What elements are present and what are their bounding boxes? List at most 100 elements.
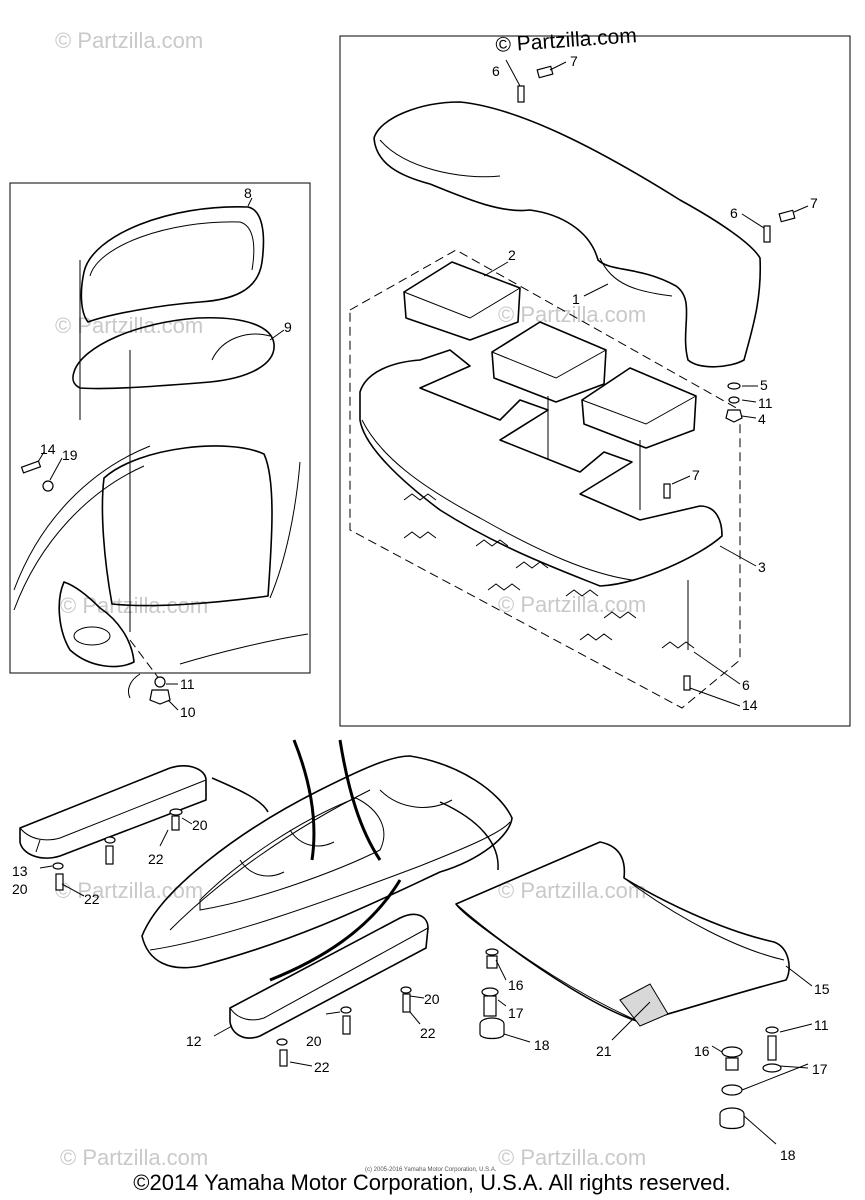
leader-line [181,817,193,825]
backrest-edge [379,139,501,178]
callout-16: 16 [508,977,524,993]
callout-14: 14 [40,441,56,457]
hull-contour [13,445,151,591]
leader-line [159,829,169,847]
callout-18: 18 [780,1147,796,1163]
leader-line [49,457,63,481]
bolt [536,65,554,79]
callout-6: 6 [492,63,500,79]
leader-line [325,1011,341,1015]
callout-7: 7 [810,195,818,211]
callout-19: 19 [62,447,78,463]
rear-backrest [373,101,762,368]
leader-line [741,1063,809,1091]
hatch-edge [455,903,641,1023]
leader-line [549,61,567,71]
callout-22: 22 [314,1059,330,1075]
callout-17: 17 [508,1005,524,1021]
leader-line [247,197,253,207]
callout-14: 14 [742,697,758,713]
watermarks: © Partzilla.com © Partzilla.com © Partzi… [55,28,646,1170]
seat-pad [581,367,697,449]
watermark: © Partzilla.com [60,1145,208,1170]
watermark-main: © Partzilla.com [495,24,638,57]
leader-line [719,545,757,567]
washer [42,480,54,492]
watermark: © Partzilla.com [55,313,203,338]
callout-16: 16 [694,1043,710,1059]
callout-22: 22 [148,851,164,867]
leader-line [39,865,53,869]
callout-11: 11 [180,676,195,692]
side-cushion [229,913,429,1039]
watermark: © Partzilla.com [55,28,203,53]
motion-arrow [338,739,382,861]
callout-7: 7 [570,53,578,69]
clip [763,225,771,243]
leader-line [37,451,45,463]
watermark: © Partzilla.com [498,1145,646,1170]
callout-21: 21 [596,1043,612,1059]
hull-rub-rail [149,821,511,951]
cushion-edge [229,927,429,1021]
watermark: © Partzilla.com [498,878,646,903]
callout-11: 11 [758,395,773,411]
cockpit [199,797,385,911]
fasteners [52,808,782,1130]
leader-line [583,283,609,297]
backrest-inner-edge [89,221,255,277]
callout-13: 13 [12,863,28,879]
hatch-seal [619,983,669,1027]
callout-22: 22 [84,891,100,907]
motion-arrow [211,777,269,813]
engine-hatch-cover [455,841,790,1023]
clips [403,493,695,649]
leader-line [689,687,741,707]
watermark: © Partzilla.com [498,302,646,327]
leader-line [779,1023,813,1033]
seat-contour [289,829,335,847]
leader-line [35,839,41,853]
boat-hull [141,755,513,969]
nut [149,689,171,705]
bolt [683,675,691,691]
leader-line [611,1001,651,1041]
callout-6: 6 [730,205,738,221]
callout-20: 20 [12,881,28,897]
bolt [778,209,796,223]
cup-opening [73,626,111,646]
callout-10: 10 [180,704,196,720]
callout-20: 20 [306,1033,322,1049]
watermark: © Partzilla.com [498,592,646,617]
callout-20: 20 [192,817,208,833]
seat-contour [379,789,453,808]
leader-line [483,261,509,277]
leader-line [495,959,507,981]
motion-arrow [439,801,499,871]
callout-7: 7 [692,467,700,483]
panel-frame [9,182,311,674]
leader-line [785,965,813,987]
nut [725,409,743,423]
callout-3: 3 [758,559,766,575]
hull-lower-edge [179,633,309,665]
leader-line [213,1025,233,1037]
callout-2: 2 [508,247,516,263]
motion-arrow [292,739,316,861]
seat-pad-edge [581,395,697,425]
leader-line [743,1115,777,1145]
motion-arrow [269,879,402,982]
seat-pad [491,321,607,403]
callout-11: 11 [814,1017,829,1033]
callout-15: 15 [814,981,830,997]
assembly-outline [349,249,741,709]
backrest-edge [599,257,673,297]
washer [728,396,740,404]
storage-cup [58,581,135,668]
copyright-footer: ©2014 Yamaha Motor Corporation, U.S.A. A… [133,1170,730,1195]
front-seat-panel: 8 9 14 19 11 10 [9,182,311,720]
backrest-cushion [80,206,265,323]
leader-line [409,995,425,999]
hull-deck-edge [169,789,371,931]
boat-assembly: 20 22 13 20 22 20 22 20 22 12 16 17 18 1… [12,739,830,1163]
